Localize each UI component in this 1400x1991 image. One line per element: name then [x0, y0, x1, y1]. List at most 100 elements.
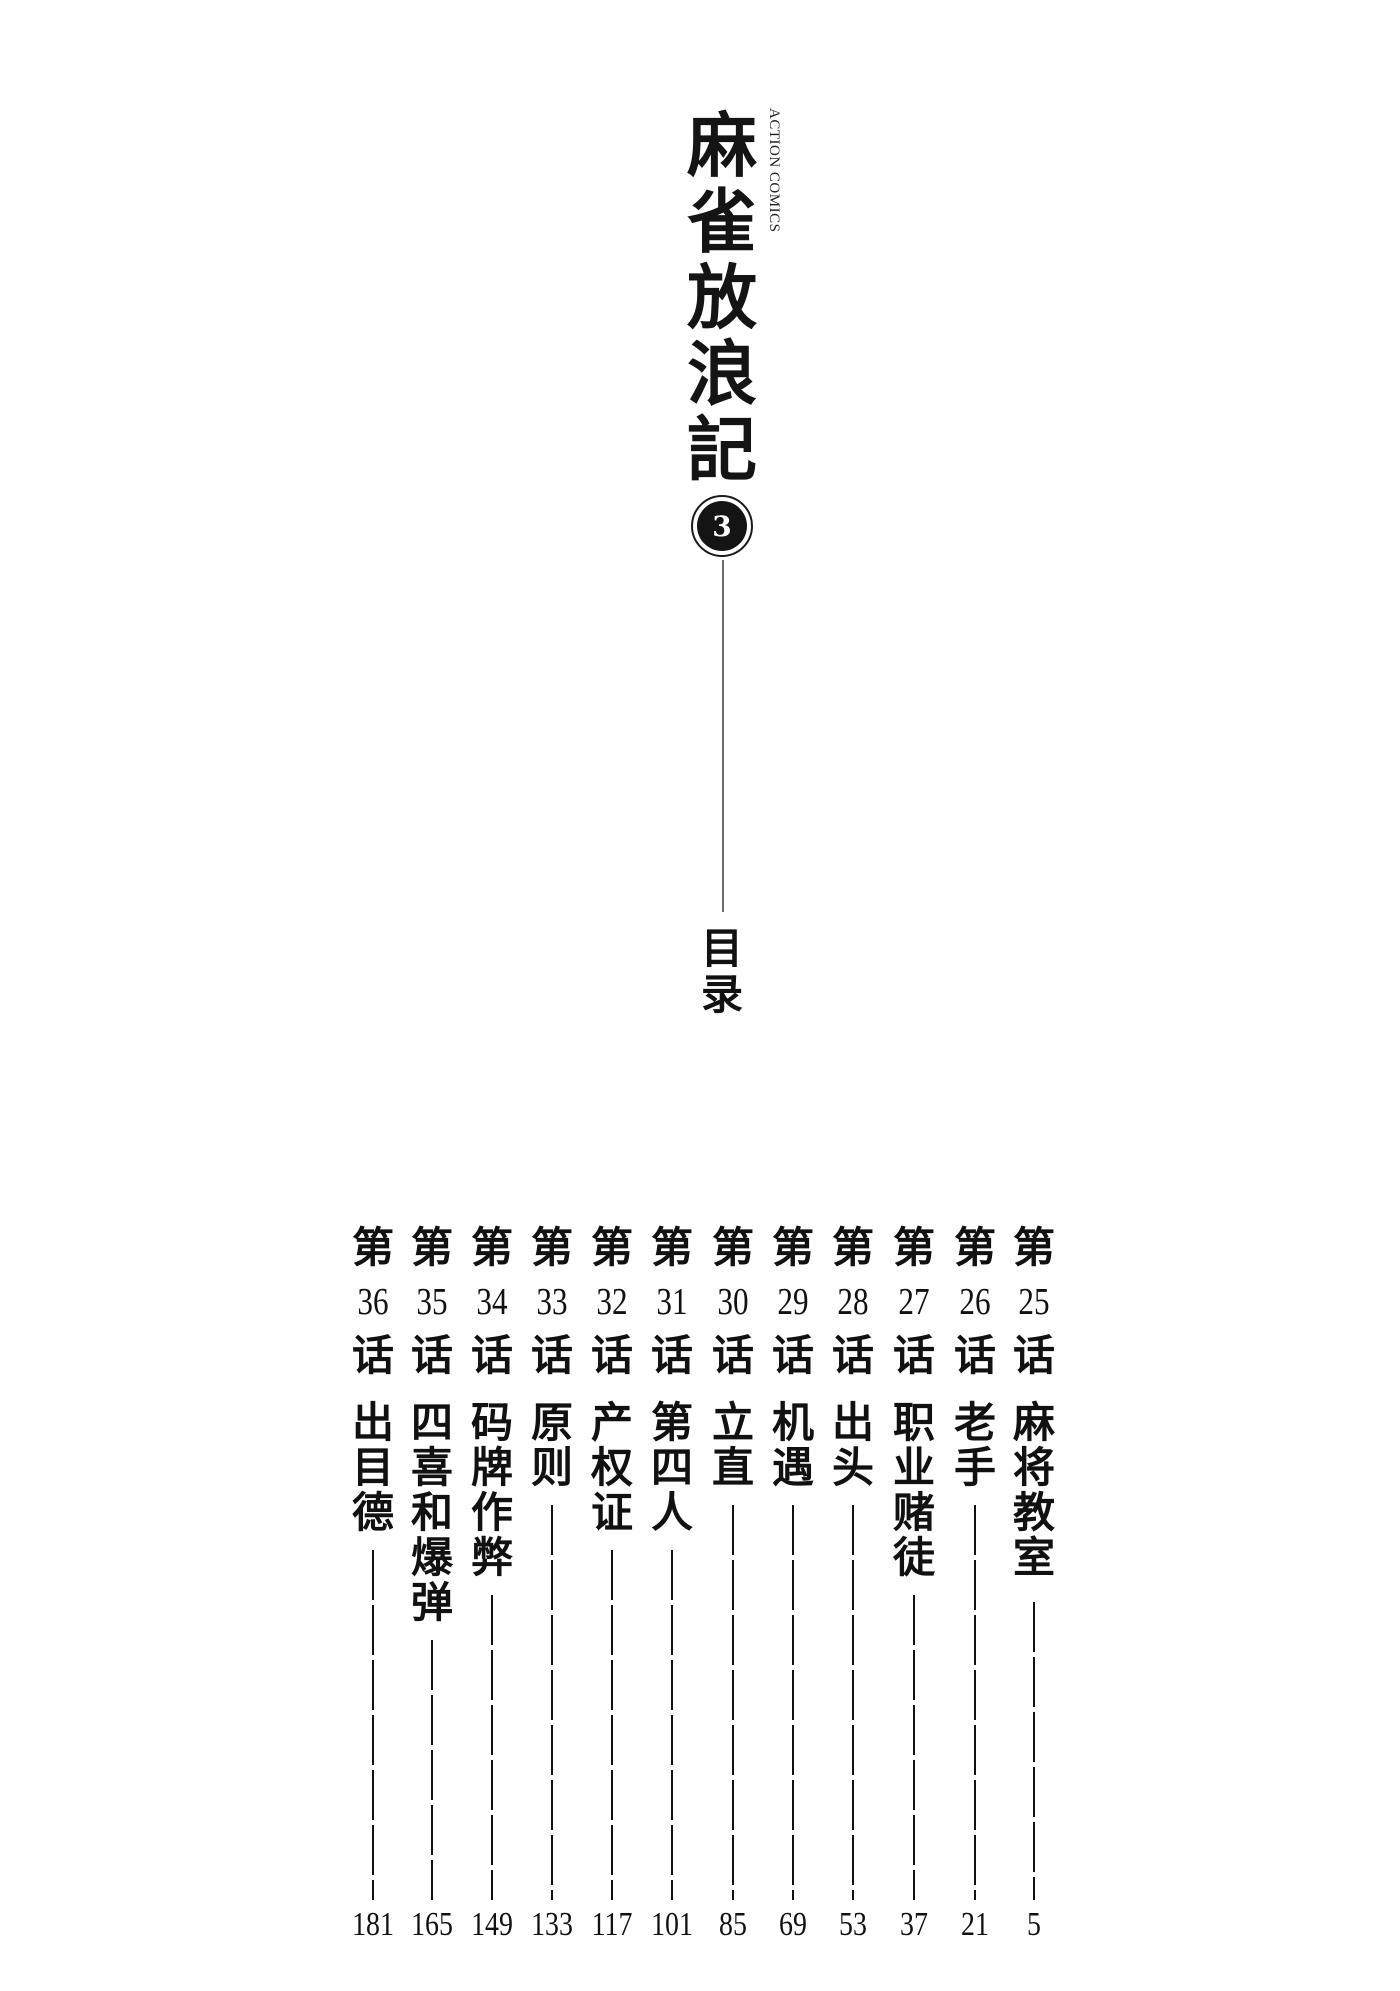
chapter-title-char: 麻 [1012, 1398, 1055, 1447]
chapter-page-number: 117 [591, 1906, 633, 1943]
chapter-title: 原 则 [524, 1400, 580, 1490]
chapter-title: 出 头 [825, 1400, 881, 1490]
divider-line [722, 560, 724, 912]
leader-line [792, 1505, 794, 1900]
chapter-prefix: 第 [1012, 1223, 1055, 1272]
chapter-entry-31[interactable]: 第 31 话 第 四 人 101 [644, 1222, 700, 1952]
chapter-entry-28[interactable]: 第 28 话 出 头 53 [825, 1222, 881, 1952]
chapter-number: 27 [898, 1281, 930, 1323]
chapter-number: 35 [416, 1281, 448, 1323]
chapter-title-char: 目 [351, 1443, 394, 1492]
chapter-title-char: 证 [590, 1488, 633, 1537]
chapter-page-number: 85 [719, 1906, 747, 1943]
chapter-prefix: 第 [590, 1223, 633, 1272]
book-title-char: 記 [687, 408, 757, 491]
chapter-title-char: 弊 [470, 1533, 513, 1582]
chapter-prefix: 第 [410, 1223, 453, 1272]
chapter-entry-34[interactable]: 第 34 话 码 牌 作 弊 149 [464, 1222, 520, 1952]
chapter-suffix: 话 [650, 1331, 693, 1380]
chapter-title: 老 手 [947, 1400, 1003, 1490]
chapter-page-number: 37 [900, 1906, 928, 1943]
chapter-title: 职 业 赌 徒 [886, 1400, 942, 1580]
chapter-title-char: 头 [831, 1443, 874, 1492]
chapter-title-char: 产 [590, 1398, 633, 1447]
chapter-suffix: 话 [590, 1331, 633, 1380]
leader-line [551, 1505, 553, 1900]
leader-line [372, 1550, 374, 1900]
chapter-title-char: 徒 [892, 1533, 935, 1582]
chapter-title: 第 四 人 [644, 1400, 700, 1535]
chapter-prefix: 第 [650, 1223, 693, 1272]
chapter-title: 产 权 证 [584, 1400, 640, 1535]
chapter-title-char: 喜 [410, 1443, 453, 1492]
chapter-title-char: 作 [470, 1488, 513, 1537]
chapter-number: 30 [717, 1281, 749, 1323]
chapter-prefix: 第 [530, 1223, 573, 1272]
chapter-title-char: 老 [953, 1398, 996, 1447]
book-title-char: 放 [687, 256, 757, 339]
volume-number: 3 [697, 501, 747, 551]
leader-line [852, 1505, 854, 1900]
chapter-number: 28 [837, 1281, 869, 1323]
chapter-title: 四 喜 和 爆 弹 [404, 1400, 460, 1625]
chapter-prefix: 第 [831, 1223, 874, 1272]
leader-line [732, 1505, 734, 1900]
chapter-title-char: 职 [892, 1398, 935, 1447]
book-title-char: 麻 [687, 104, 757, 187]
chapter-title-char: 业 [892, 1443, 935, 1492]
chapter-entry-33[interactable]: 第 33 话 原 则 133 [524, 1222, 580, 1952]
chapter-title-char: 和 [410, 1488, 453, 1537]
chapter-number: 33 [536, 1281, 568, 1323]
leader-line [611, 1550, 613, 1900]
chapter-number: 36 [357, 1281, 389, 1323]
chapter-entry-32[interactable]: 第 32 话 产 权 证 117 [584, 1222, 640, 1952]
chapter-title-char: 室 [1012, 1533, 1055, 1582]
chapter-page-number: 21 [961, 1906, 989, 1943]
chapter-page-number: 53 [839, 1906, 867, 1943]
chapter-suffix: 话 [771, 1331, 814, 1380]
toc-heading-char: 目 [700, 924, 743, 973]
chapter-title: 机 遇 [765, 1400, 821, 1490]
book-title-char: 雀 [687, 180, 757, 263]
chapter-suffix: 话 [953, 1331, 996, 1380]
chapter-title-char: 直 [711, 1443, 754, 1492]
chapter-suffix: 话 [470, 1331, 513, 1380]
chapter-title: 麻 将 教 室 [1006, 1400, 1062, 1580]
chapter-entry-26[interactable]: 第 26 话 老 手 21 [947, 1222, 1003, 1952]
chapter-title-char: 出 [351, 1398, 394, 1447]
chapter-title-char: 弹 [410, 1578, 453, 1627]
chapter-number: 25 [1018, 1281, 1050, 1323]
leader-line [913, 1595, 915, 1900]
chapter-prefix: 第 [470, 1223, 513, 1272]
chapter-entry-29[interactable]: 第 29 话 机 遇 69 [765, 1222, 821, 1952]
book-title: 麻 雀 放 浪 記 [682, 108, 762, 488]
chapter-entry-30[interactable]: 第 30 话 立 直 85 [705, 1222, 761, 1952]
chapter-title-char: 则 [530, 1443, 573, 1492]
chapter-entry-25[interactable]: 第 25 话 麻 将 教 室 5 [1006, 1222, 1062, 1952]
chapter-title-char: 第 [650, 1398, 693, 1447]
chapter-title: 立 直 [705, 1400, 761, 1490]
leader-line [1033, 1602, 1035, 1900]
chapter-suffix: 话 [410, 1331, 453, 1380]
chapter-suffix: 话 [892, 1331, 935, 1380]
chapter-number: 31 [656, 1281, 688, 1323]
chapter-number: 32 [596, 1281, 628, 1323]
chapter-suffix: 话 [831, 1331, 874, 1380]
toc-heading-char: 录 [700, 970, 743, 1019]
chapter-entry-27[interactable]: 第 27 话 职 业 赌 徒 37 [886, 1222, 942, 1952]
chapter-title: 出 目 德 [345, 1400, 401, 1535]
chapter-title-char: 手 [953, 1443, 996, 1492]
chapter-number: 29 [777, 1281, 809, 1323]
chapter-page-number: 165 [411, 1906, 453, 1943]
chapter-title-char: 将 [1012, 1443, 1055, 1492]
chapter-title-char: 权 [590, 1443, 633, 1492]
chapter-title-char: 爆 [410, 1533, 453, 1582]
chapter-title-char: 遇 [771, 1443, 814, 1492]
chapter-prefix: 第 [892, 1223, 935, 1272]
chapter-entry-35[interactable]: 第 35 话 四 喜 和 爆 弹 165 [404, 1222, 460, 1952]
leader-line [491, 1595, 493, 1900]
chapter-entry-36[interactable]: 第 36 话 出 目 德 181 [345, 1222, 401, 1952]
chapter-title-char: 德 [351, 1488, 394, 1537]
